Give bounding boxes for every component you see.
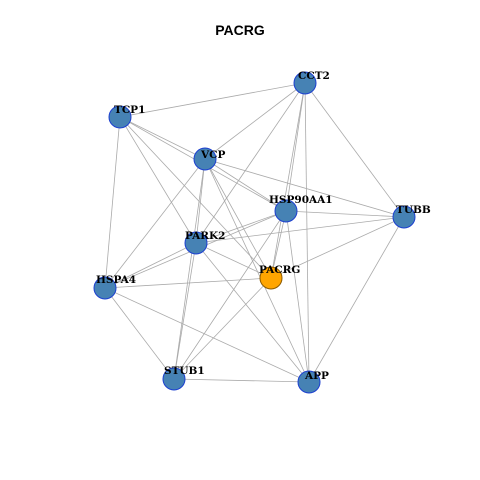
node-label-app: APP xyxy=(304,370,329,382)
node-tcp1 xyxy=(108,105,132,129)
edge-park2-app xyxy=(195,242,310,383)
edge-tubb-pacrg xyxy=(270,216,405,279)
node-label-park2: PARK2 xyxy=(185,230,225,242)
edge-tcp1-pacrg xyxy=(119,116,272,279)
node-label-cct2: CCT2 xyxy=(298,70,330,82)
node-app xyxy=(297,370,321,394)
edge-park2-stub1 xyxy=(173,242,197,380)
edge-vcp-hspa4 xyxy=(104,158,206,289)
edge-tubb-app xyxy=(308,216,405,383)
node-hspa4 xyxy=(93,276,117,300)
edge-tcp1-park2 xyxy=(119,116,197,244)
edge-pacrg-stub1 xyxy=(173,277,272,380)
edge-hsp90aa1-app xyxy=(285,210,310,383)
edge-vcp-tubb xyxy=(204,158,405,218)
edge-hsp90aa1-stub1 xyxy=(173,210,287,380)
edge-tcp1-vcp xyxy=(119,116,206,160)
edge-park2-pacrg xyxy=(195,242,272,279)
edge-stub1-app xyxy=(173,378,310,383)
edge-tcp1-hspa4 xyxy=(104,116,121,289)
edge-cct2-pacrg xyxy=(270,82,306,279)
edge-layer xyxy=(104,82,405,383)
node-label-hspa4: HSPA4 xyxy=(96,274,136,286)
node-stub1 xyxy=(162,367,186,391)
edge-hspa4-app xyxy=(104,287,310,383)
edge-vcp-pacrg xyxy=(204,158,272,279)
chart-title: PACRG xyxy=(215,22,265,38)
edge-tubb-park2 xyxy=(195,216,405,244)
node-label-stub1: STUB1 xyxy=(164,365,205,377)
node-layer xyxy=(93,71,416,394)
edge-cct2-vcp xyxy=(204,82,306,160)
edge-cct2-hsp90aa1 xyxy=(285,82,306,212)
edge-hsp90aa1-tubb xyxy=(285,210,405,218)
edge-vcp-hsp90aa1 xyxy=(204,158,287,212)
node-label-hsp90aa1: HSP90AA1 xyxy=(269,194,333,206)
edge-park2-hspa4 xyxy=(104,242,197,289)
node-tubb xyxy=(392,205,416,229)
edge-cct2-tubb xyxy=(304,82,405,218)
edge-hsp90aa1-park2 xyxy=(195,210,287,244)
edge-hspa4-stub1 xyxy=(104,287,175,380)
edge-vcp-stub1 xyxy=(173,158,206,380)
node-label-tubb: TUBB xyxy=(396,204,431,216)
edge-tcp1-cct2 xyxy=(119,82,306,118)
node-label-vcp: VCP xyxy=(200,149,226,161)
node-vcp xyxy=(193,147,217,171)
edge-cct2-park2 xyxy=(195,82,306,244)
edge-vcp-park2 xyxy=(195,158,206,244)
edge-cct2-app xyxy=(304,82,310,383)
node-label-pacrg: PACRG xyxy=(259,264,300,276)
edge-pacrg-hspa4 xyxy=(104,277,272,289)
node-cct2 xyxy=(293,71,317,95)
node-label-tcp1: TCP1 xyxy=(114,104,145,116)
edge-vcp-app xyxy=(204,158,310,383)
node-pacrg xyxy=(259,266,283,290)
node-park2 xyxy=(184,231,208,255)
node-hsp90aa1 xyxy=(274,199,298,223)
